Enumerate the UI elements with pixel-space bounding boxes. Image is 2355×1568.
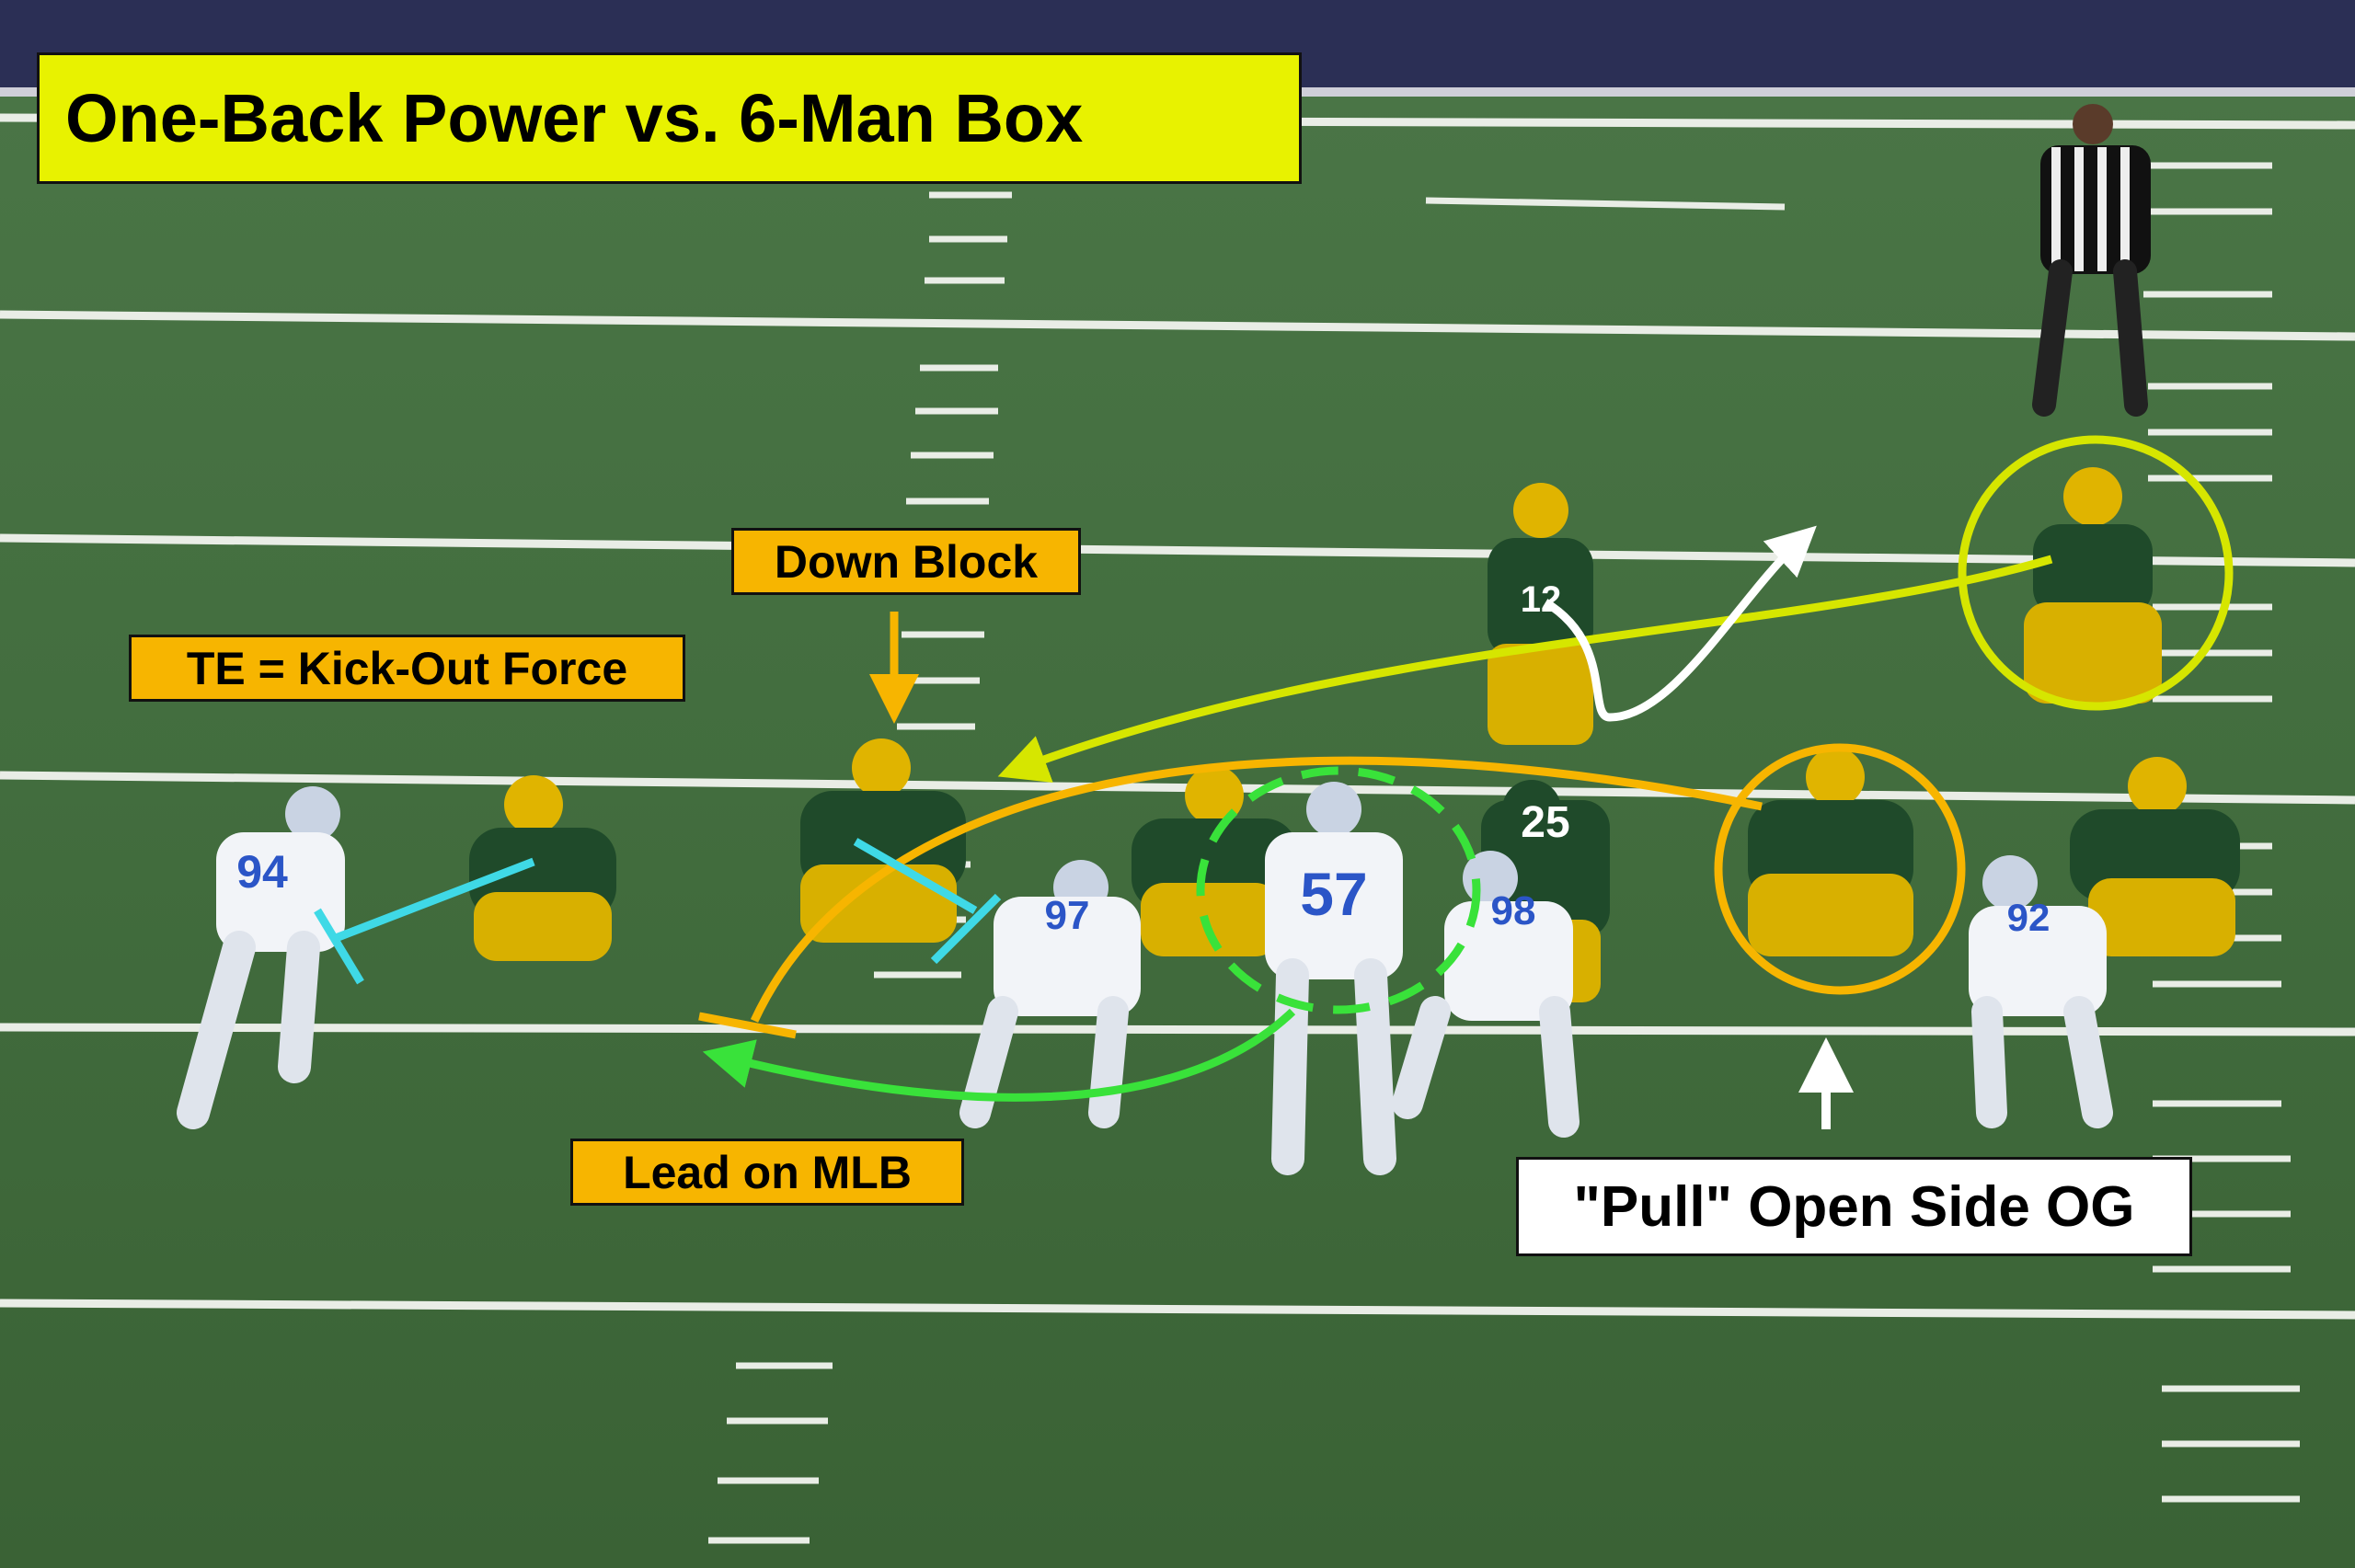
pull-og-label: "Pull" Open Side OG: [1516, 1157, 2192, 1256]
left-guard: [800, 738, 966, 943]
svg-text:92: 92: [2007, 896, 2051, 939]
play-diagram: [314, 435, 2234, 1129]
qb-player: 12: [1488, 483, 1593, 745]
diagram-title: One-Back Power vs. 6-Man Box: [37, 52, 1302, 184]
guard-highlight-circle: [1714, 743, 1966, 995]
svg-text:25: 25: [1521, 798, 1569, 847]
svg-text:97: 97: [1045, 893, 1090, 938]
de-right: 92: [1969, 855, 2113, 1128]
tight-end: [469, 775, 616, 961]
pulling-guard: [1748, 748, 1913, 956]
te-kick-out-block: [334, 857, 535, 943]
guard-pull-path: [750, 756, 1763, 1023]
packers-players: 12 25: [469, 467, 2240, 1002]
down-block-line: [853, 838, 978, 914]
fullback-highlight-circle: [1958, 435, 2234, 711]
referee: [2032, 104, 2151, 417]
svg-text:98: 98: [1491, 888, 1536, 933]
cowboys-players: 94 97 57 98 92: [177, 782, 2113, 1175]
te-kick-out-label: TE = Kick-Out Force: [129, 635, 685, 702]
center: [1132, 766, 1297, 956]
fullback-player: [2024, 467, 2162, 704]
svg-text:94: 94: [236, 846, 288, 898]
qb-handoff-path: [1543, 525, 1817, 722]
right-tackle: [2070, 757, 2240, 956]
fullback-lead-path: [997, 555, 2053, 783]
lead-on-mlb-path: [702, 1008, 1296, 1102]
down-block-label: Down Block: [731, 528, 1081, 595]
lead-on-mlb-label: Lead on MLB: [570, 1139, 964, 1206]
de-left: 94: [177, 786, 345, 1129]
dt-left: 97: [959, 860, 1141, 1128]
mlb-dashed-circle: [1196, 766, 1481, 1014]
svg-text:57: 57: [1300, 860, 1367, 928]
guard-pull-block: [698, 1012, 797, 1039]
